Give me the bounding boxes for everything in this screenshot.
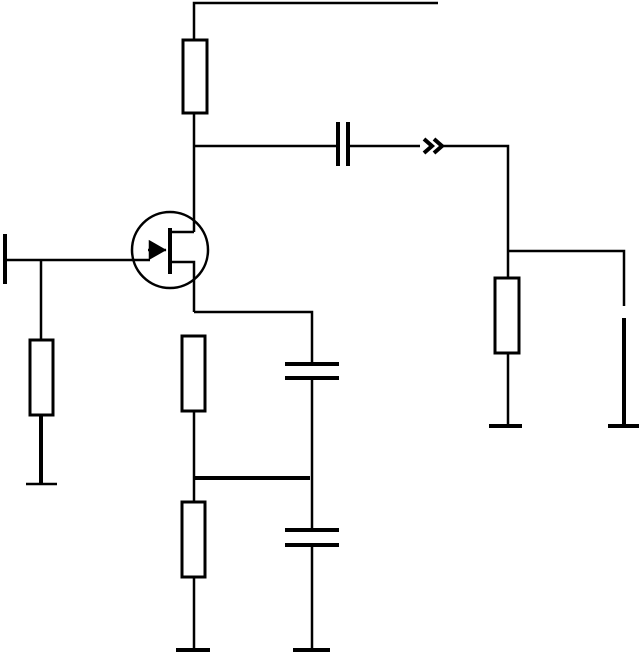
output-wire-to-load [442, 144, 510, 278]
drain-resistor [181, 38, 209, 115]
source-resistor-lower [180, 500, 207, 579]
source-resistor-upper [180, 334, 207, 413]
jfet-source-lead [170, 260, 196, 312]
connector-chevron-icon [422, 137, 446, 155]
output-terminal-wire [508, 249, 626, 306]
jfet-transistor-body [130, 210, 210, 290]
source-bypass-wire [194, 310, 314, 364]
supply-rail [192, 1, 438, 40]
jfet-gate-arrow-icon [148, 239, 167, 261]
load-resistor [493, 276, 521, 355]
gate-resistor [28, 338, 55, 417]
